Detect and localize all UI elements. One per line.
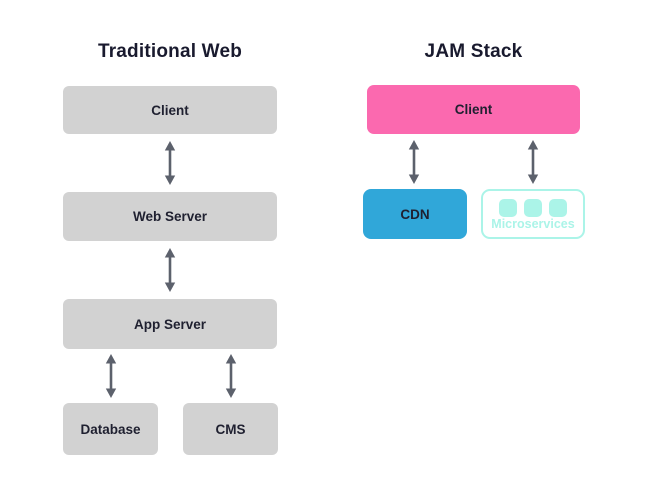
node-label: Microservices [491,216,575,231]
arrow-client-webserver [164,141,176,185]
arrow-webserver-appserver [164,248,176,292]
node-client-jamstack: Client [367,85,580,134]
node-app-server: App Server [63,299,277,349]
node-client-traditional: Client [63,86,277,134]
arrow-appserver-cms [225,354,237,398]
arrow-client-cdn [408,140,420,184]
node-label: Client [151,102,189,118]
arrow-appserver-database [105,354,117,398]
node-cms: CMS [183,403,278,455]
node-web-server: Web Server [63,192,277,241]
jam-stack-title: JAM Stack [424,41,523,62]
square-icon [499,198,517,217]
square-icon [549,198,567,217]
node-label: Client [454,102,493,117]
arrow-client-microservices [527,140,539,184]
node-label: Database [80,421,141,437]
node-cdn: CDN [363,189,467,239]
square-icon [524,198,542,217]
traditional-web-title: Traditional Web [97,41,243,62]
node-label: Web Server [132,209,208,224]
three-squares-icon [499,198,567,217]
node-microservices: Microservices [481,189,585,239]
node-database: Database [63,403,158,455]
node-label: CMS [215,421,246,437]
node-label: CDN [400,206,430,222]
node-label: App Server [133,316,207,332]
